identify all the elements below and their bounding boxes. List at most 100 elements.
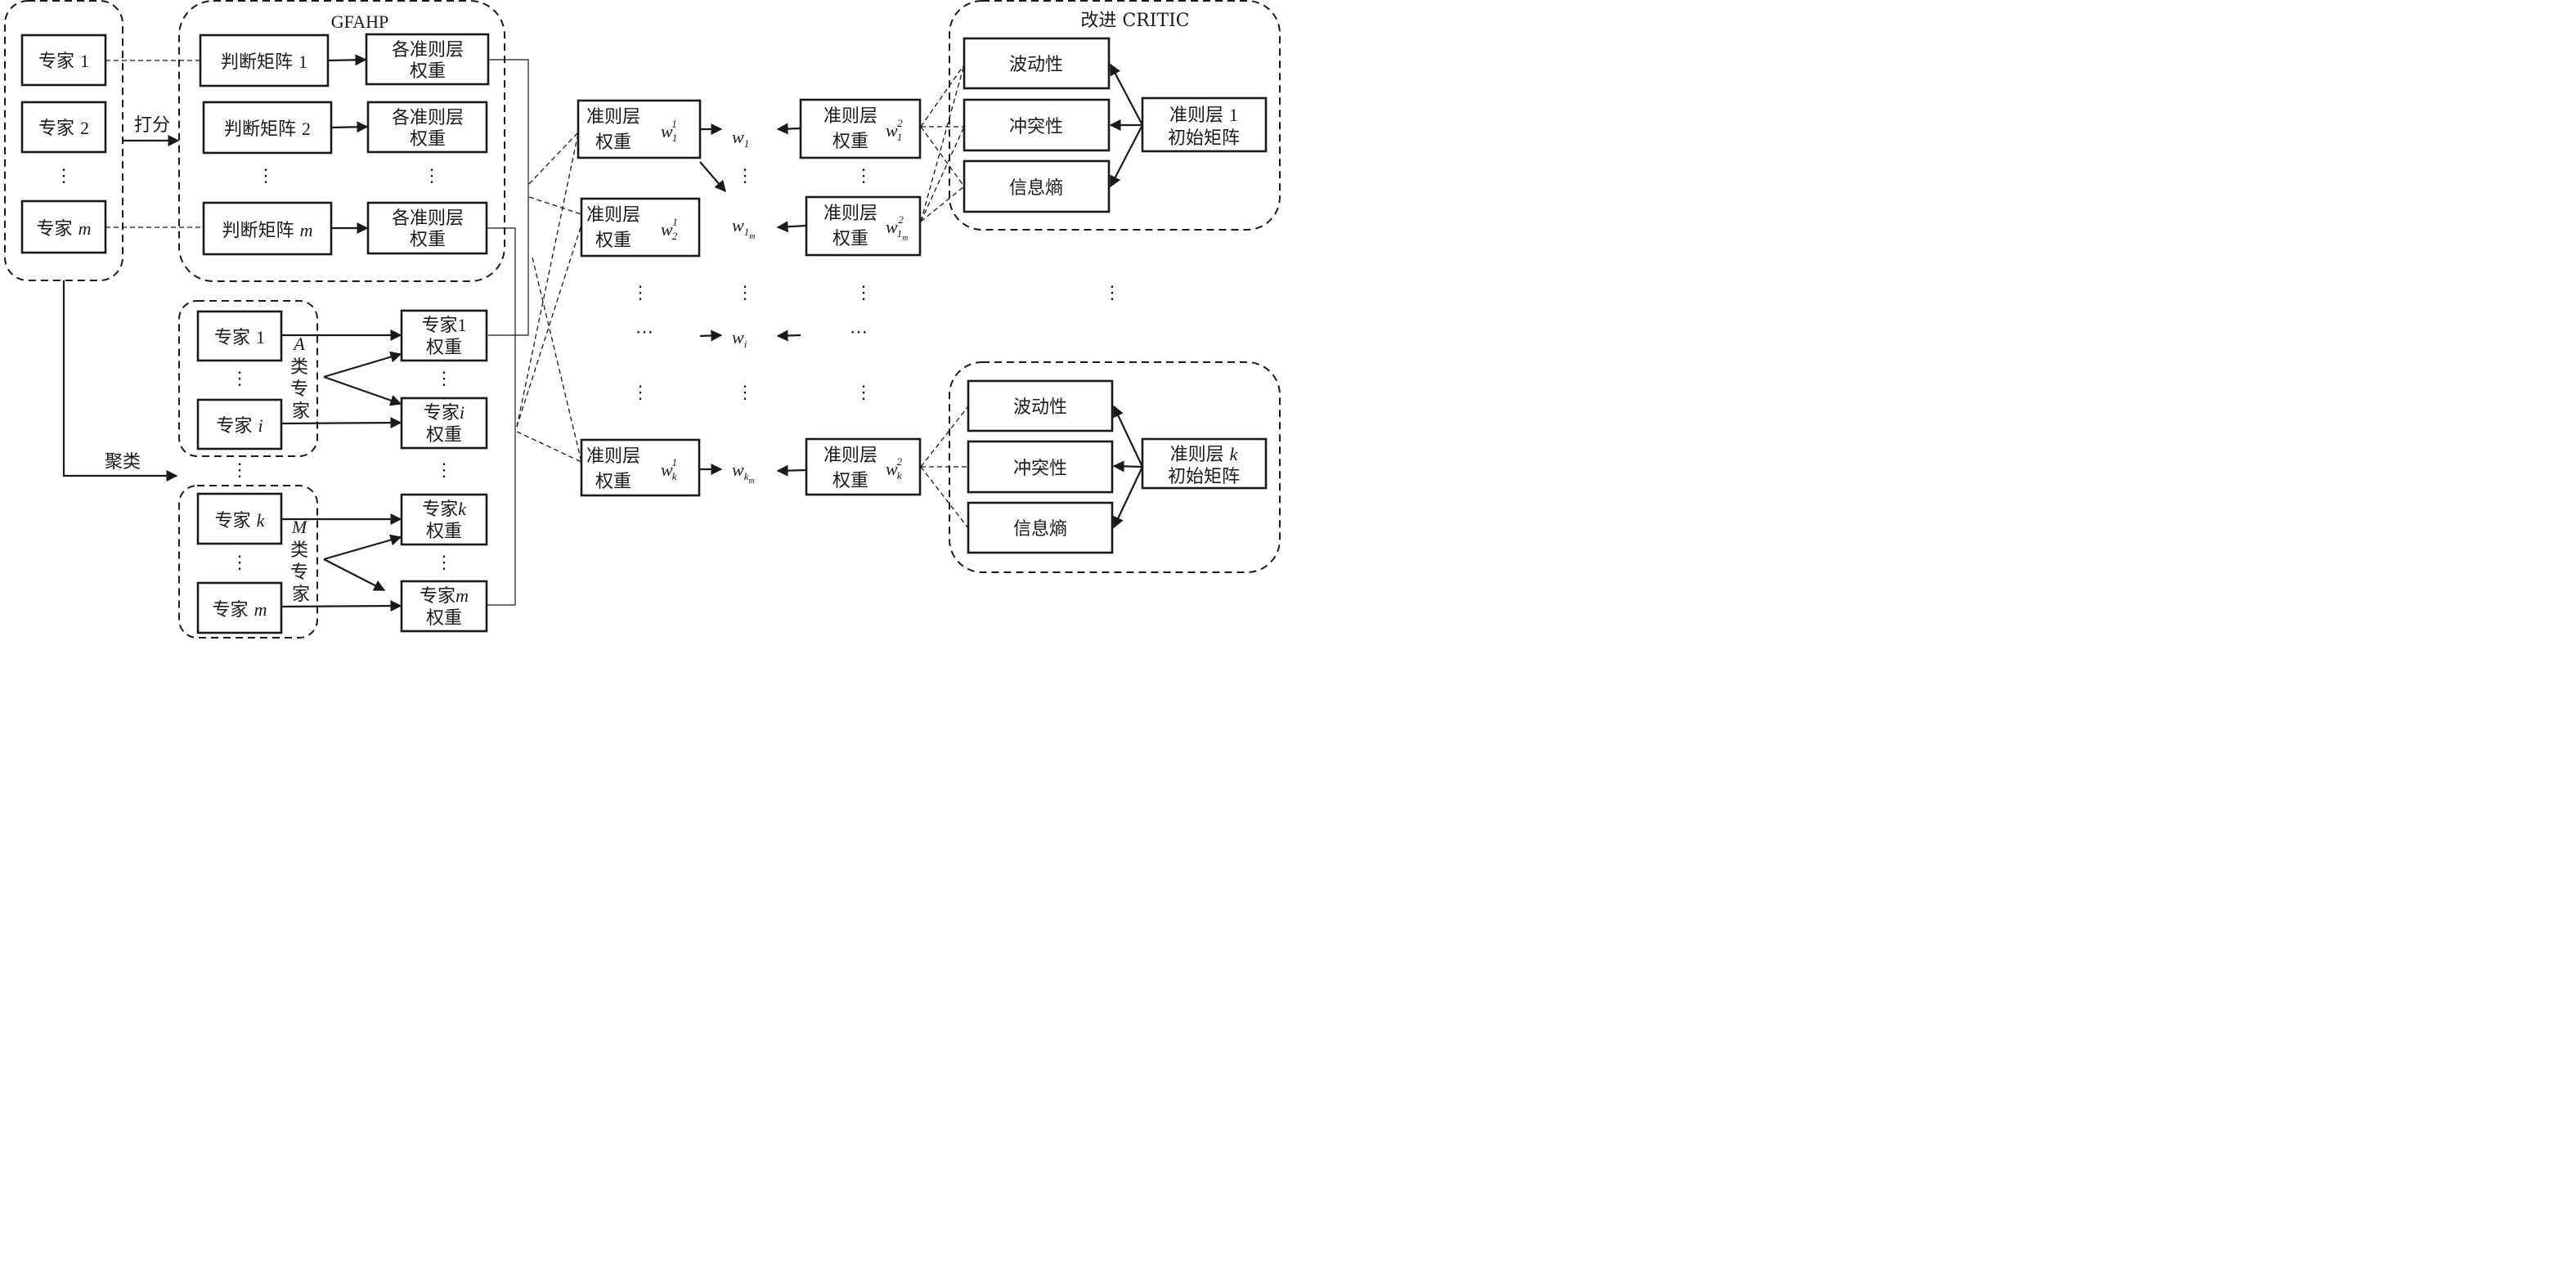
expert-label: 专家: [215, 511, 251, 531]
matrix-index: 1: [298, 52, 307, 72]
layer-weight-line1: 准则层: [586, 107, 640, 128]
expert-index: 2: [80, 118, 89, 138]
matrix-label: 判断矩阵: [221, 52, 293, 73]
expert-weight-label: 专家: [424, 403, 460, 423]
expert-weight-line2: 权重: [426, 425, 462, 446]
link-bus1-lw2: [528, 196, 582, 215]
ellipsis-expert-weights-mid: ⋮: [435, 460, 453, 481]
clustering-label: 聚类: [105, 452, 141, 473]
ellipsis-combined-3: ⋮: [736, 383, 754, 403]
judgment-matrix-m: 判断矩阵 m: [202, 201, 333, 256]
expert-label: 专家: [38, 119, 74, 139]
indicator-label: 冲突性: [1013, 459, 1067, 479]
expert-label: 专家: [37, 219, 73, 240]
critic-k-initial-matrix: 准则层 k 初始矩阵: [1141, 437, 1268, 490]
arrow-mm-weightm: [280, 600, 402, 612]
arrow-a-class-weight1: [323, 351, 402, 379]
expert-index: 1: [256, 327, 265, 347]
ellipsis-layer-col2-a: ⋮: [855, 166, 873, 186]
critic-k-volatility: 波动性: [967, 379, 1114, 432]
ellipsis-h-col2: ⋯: [850, 322, 868, 343]
expert-label: 专家: [214, 328, 250, 348]
expert-weight-line2: 权重: [426, 608, 462, 629]
layer-weight-symbol: w21: [661, 216, 678, 242]
ellipsis-expert-weights-m: ⋮: [435, 553, 453, 573]
svg-text:专家 1: 专家 1: [38, 51, 89, 72]
indicator-label: 信息熵: [1013, 519, 1067, 540]
layer-weight-symbol: w12: [886, 117, 903, 143]
expert-box-m: 专家 m: [20, 199, 107, 254]
expert-index: k: [257, 510, 266, 531]
judgment-matrix-1: 判断矩阵 1: [199, 34, 330, 87]
arrow-initk-conflict: [1112, 460, 1143, 473]
clustering-line: [62, 280, 178, 482]
svg-text:专家 i: 专家 i: [216, 415, 263, 437]
expert-weight-1: 专家1 权重: [400, 309, 488, 362]
layer-weight-symbol: w11: [661, 118, 677, 144]
expert-index: 1: [80, 51, 89, 71]
combined-weight-km: wkm: [732, 459, 755, 486]
expert-label: 专家: [213, 600, 249, 621]
matrix-label: 判断矩阵: [222, 221, 294, 241]
expert-weight-label: 专家: [422, 500, 458, 520]
svg-text:专家i: 专家i: [424, 402, 464, 423]
ellipsis-critic-blocks: ⋮: [1103, 283, 1121, 303]
expert-weight-label: 专家: [421, 316, 457, 336]
svg-text:专家 m: 专家 m: [213, 599, 267, 621]
expert-weight-line2: 权重: [426, 522, 462, 542]
connector-weightsm-bus: [487, 227, 516, 606]
ellipsis-layer-col1: ⋮: [631, 283, 649, 303]
expert-weight-i: 专家i 权重: [400, 397, 488, 450]
judgment-matrix-2: 判断矩阵 2: [202, 101, 333, 155]
indicator-label: 信息熵: [1009, 178, 1063, 199]
critic-group-1-outline: [949, 0, 1281, 231]
ellipsis-expert-weights-a: ⋮: [435, 369, 453, 389]
link-busm-lwk: [516, 431, 582, 463]
ellipsis-cluster-a: ⋮: [231, 369, 249, 389]
layer-weight-line2: 权重: [595, 231, 631, 251]
criteria-weights-line2: 权重: [410, 230, 446, 250]
svg-text:专家1: 专家1: [421, 315, 466, 336]
matrix-index: 2: [302, 119, 311, 139]
svg-text:专家 k: 专家 k: [215, 510, 266, 531]
link-busm-lw1: [516, 132, 579, 428]
arrow-initk-entropy: [1113, 466, 1143, 529]
arrow-col2-w1m: [776, 221, 807, 233]
critic-1-entropy: 信息熵: [963, 159, 1111, 213]
indicator-label: 冲突性: [1009, 117, 1063, 137]
expert-label: 专家: [38, 52, 74, 72]
expert-index: m: [254, 599, 267, 620]
criteria-weights-1: 各准则层 权重: [365, 33, 490, 86]
arrow-col2-wkm: [776, 464, 807, 477]
criteria-weights-line2: 权重: [410, 129, 446, 150]
link-lw1mcol2-conflict: [920, 126, 965, 222]
layer-weight-line2: 权重: [595, 472, 631, 492]
ellipsis-matrices: ⋮: [257, 166, 275, 186]
expert-weight-k: 专家k 权重: [400, 493, 488, 546]
combined-weight-i: wi: [732, 327, 747, 350]
ellipsis-h-col1: ⋯: [635, 322, 653, 343]
cluster-m-expert-m: 专家 m: [196, 581, 283, 634]
arrow-m-class-weightk: [323, 534, 402, 561]
layer-weight-line2: 权重: [832, 471, 868, 491]
link-busm-lw2: [516, 224, 582, 428]
expert-index: m: [79, 218, 92, 239]
layer-weight-line2: 权重: [832, 132, 868, 152]
ellipsis-criteria-weights: ⋮: [423, 166, 441, 186]
link-bus1-lw1: [528, 132, 579, 185]
arrow-m-class-weightm: [323, 558, 386, 591]
expert-box-1: 专家 1: [20, 34, 107, 87]
svg-text:判断矩阵 2: 判断矩阵 2: [224, 119, 311, 140]
svg-text:专家 2: 专家 2: [38, 118, 89, 139]
combined-weight-1: w1: [732, 127, 749, 150]
svg-text:准则层 1: 准则层 1: [1169, 105, 1238, 126]
layer-weight-line1: 准则层: [824, 204, 877, 224]
expert-weight-index: 1: [458, 315, 467, 335]
indicator-label: 波动性: [1013, 397, 1067, 418]
expert-weight-label: 专家: [420, 586, 456, 607]
critic-1-initial-matrix: 准则层 1 初始矩阵: [1141, 96, 1268, 153]
layer-weight-1-col1: 准则层 权重 w11: [577, 99, 702, 159]
link-bus1-lwk: [532, 257, 582, 463]
layer-weight-line1: 准则层: [824, 446, 877, 466]
arrow-a-class-weighti: [323, 375, 402, 406]
